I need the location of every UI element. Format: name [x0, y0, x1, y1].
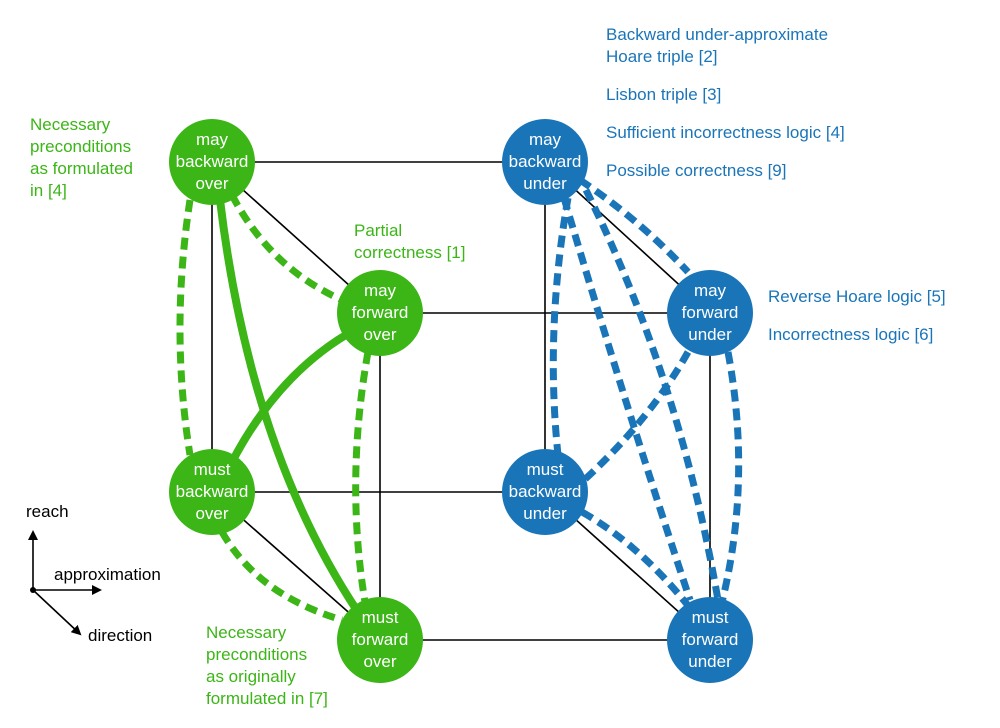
axis-direction-arrow — [32, 589, 82, 636]
node-may-forward-over[interactable]: may forward over — [337, 270, 423, 356]
green-dotted-mfo-mstfo — [352, 351, 372, 603]
annotation-line: preconditions — [206, 645, 307, 664]
node-must-forward-over[interactable]: must forward over — [337, 597, 423, 683]
cube-edges — [211, 161, 711, 641]
node-label-line: may — [196, 130, 229, 149]
annotation-line: as originally — [206, 667, 296, 686]
node-must-backward-over[interactable]: must backward over — [169, 449, 255, 535]
blue-dotted-mbu-mstfu-a — [560, 197, 694, 602]
node-may-backward-over[interactable]: may backward over — [169, 119, 255, 205]
annotation-line: Partial — [354, 221, 402, 240]
axis-label-direction: direction — [88, 626, 152, 645]
annotation-sufficient-incorrectness: Sufficient incorrectness logic [4] — [606, 123, 845, 142]
axes-legend: reach approximation direction — [26, 502, 161, 645]
annotation-line: as formulated — [30, 159, 133, 178]
node-must-backward-under[interactable]: must backward under — [502, 449, 588, 535]
node-label-line: backward — [176, 152, 249, 171]
node-label-line: must — [194, 460, 231, 479]
node-label-line: may — [364, 281, 397, 300]
blue-dotted-mstbu-mstfu — [580, 508, 693, 611]
blue-annotations: Backward under-approximate Hoare triple … — [606, 25, 946, 344]
node-may-backward-under[interactable]: may backward under — [502, 119, 588, 205]
node-label-line: forward — [682, 630, 739, 649]
node-label-line: forward — [352, 303, 409, 322]
axis-label-approximation: approximation — [54, 565, 161, 584]
node-label-line: forward — [352, 630, 409, 649]
blue-relations — [549, 177, 743, 611]
green-dotted-mbo-mstbo — [176, 199, 194, 456]
node-label-line: must — [527, 460, 564, 479]
annotation-line: Necessary — [206, 623, 287, 642]
node-label-line: over — [363, 325, 396, 344]
axis-label-reach: reach — [26, 502, 69, 521]
blue-dotted-mfu-mstfu — [718, 351, 743, 603]
blue-dotted-mbu-mstbu — [549, 197, 572, 456]
node-label-line: under — [688, 652, 732, 671]
node-label-line: over — [195, 174, 228, 193]
green-dotted-mbo-mfo — [228, 193, 344, 304]
node-label-line: backward — [176, 482, 249, 501]
green-annotations: Necessary preconditions as formulated in… — [30, 115, 466, 708]
nodes: may backward over may forward over must … — [169, 119, 753, 683]
node-label-line: over — [195, 504, 228, 523]
node-label-line: must — [692, 608, 729, 627]
annotation-line: Hoare triple [2] — [606, 47, 718, 66]
annotation-line: Necessary — [30, 115, 111, 134]
annotation-reverse-hoare: Reverse Hoare logic [5] — [768, 287, 946, 306]
node-label-line: forward — [682, 303, 739, 322]
node-label-line: must — [362, 608, 399, 627]
blue-dotted-mbu-mfu — [578, 177, 691, 275]
annotation-line: formulated in [7] — [206, 689, 328, 708]
node-label-line: backward — [509, 482, 582, 501]
annotation-line: correctness [1] — [354, 243, 466, 262]
node-label-line: may — [694, 281, 727, 300]
green-dotted-mstbo-mstfo — [218, 530, 343, 624]
node-label-line: under — [523, 504, 567, 523]
annotation-possible-correctness: Possible correctness [9] — [606, 161, 786, 180]
node-label-line: under — [688, 325, 732, 344]
annotation-line: Backward under-approximate — [606, 25, 828, 44]
axis-origin — [30, 587, 36, 593]
green-solid-mstbo-mfo — [228, 324, 360, 464]
node-label-line: under — [523, 174, 567, 193]
annotation-line: in [4] — [30, 181, 67, 200]
annotation-incorrectness-logic: Incorrectness logic [6] — [768, 325, 933, 344]
green-relations — [176, 193, 372, 624]
node-may-forward-under[interactable]: may forward under — [667, 270, 753, 356]
annotation-line: preconditions — [30, 137, 131, 156]
node-label-line: backward — [509, 152, 582, 171]
node-must-forward-under[interactable]: must forward under — [667, 597, 753, 683]
blue-dotted-mfu-mstbu — [579, 350, 692, 485]
green-solid-mbo-mstfo — [216, 199, 362, 615]
blue-dotted-mbu-mstfu-b — [582, 188, 722, 601]
node-label-line: over — [363, 652, 396, 671]
annotation-lisbon-triple: Lisbon triple [3] — [606, 85, 721, 104]
node-label-line: may — [529, 130, 562, 149]
